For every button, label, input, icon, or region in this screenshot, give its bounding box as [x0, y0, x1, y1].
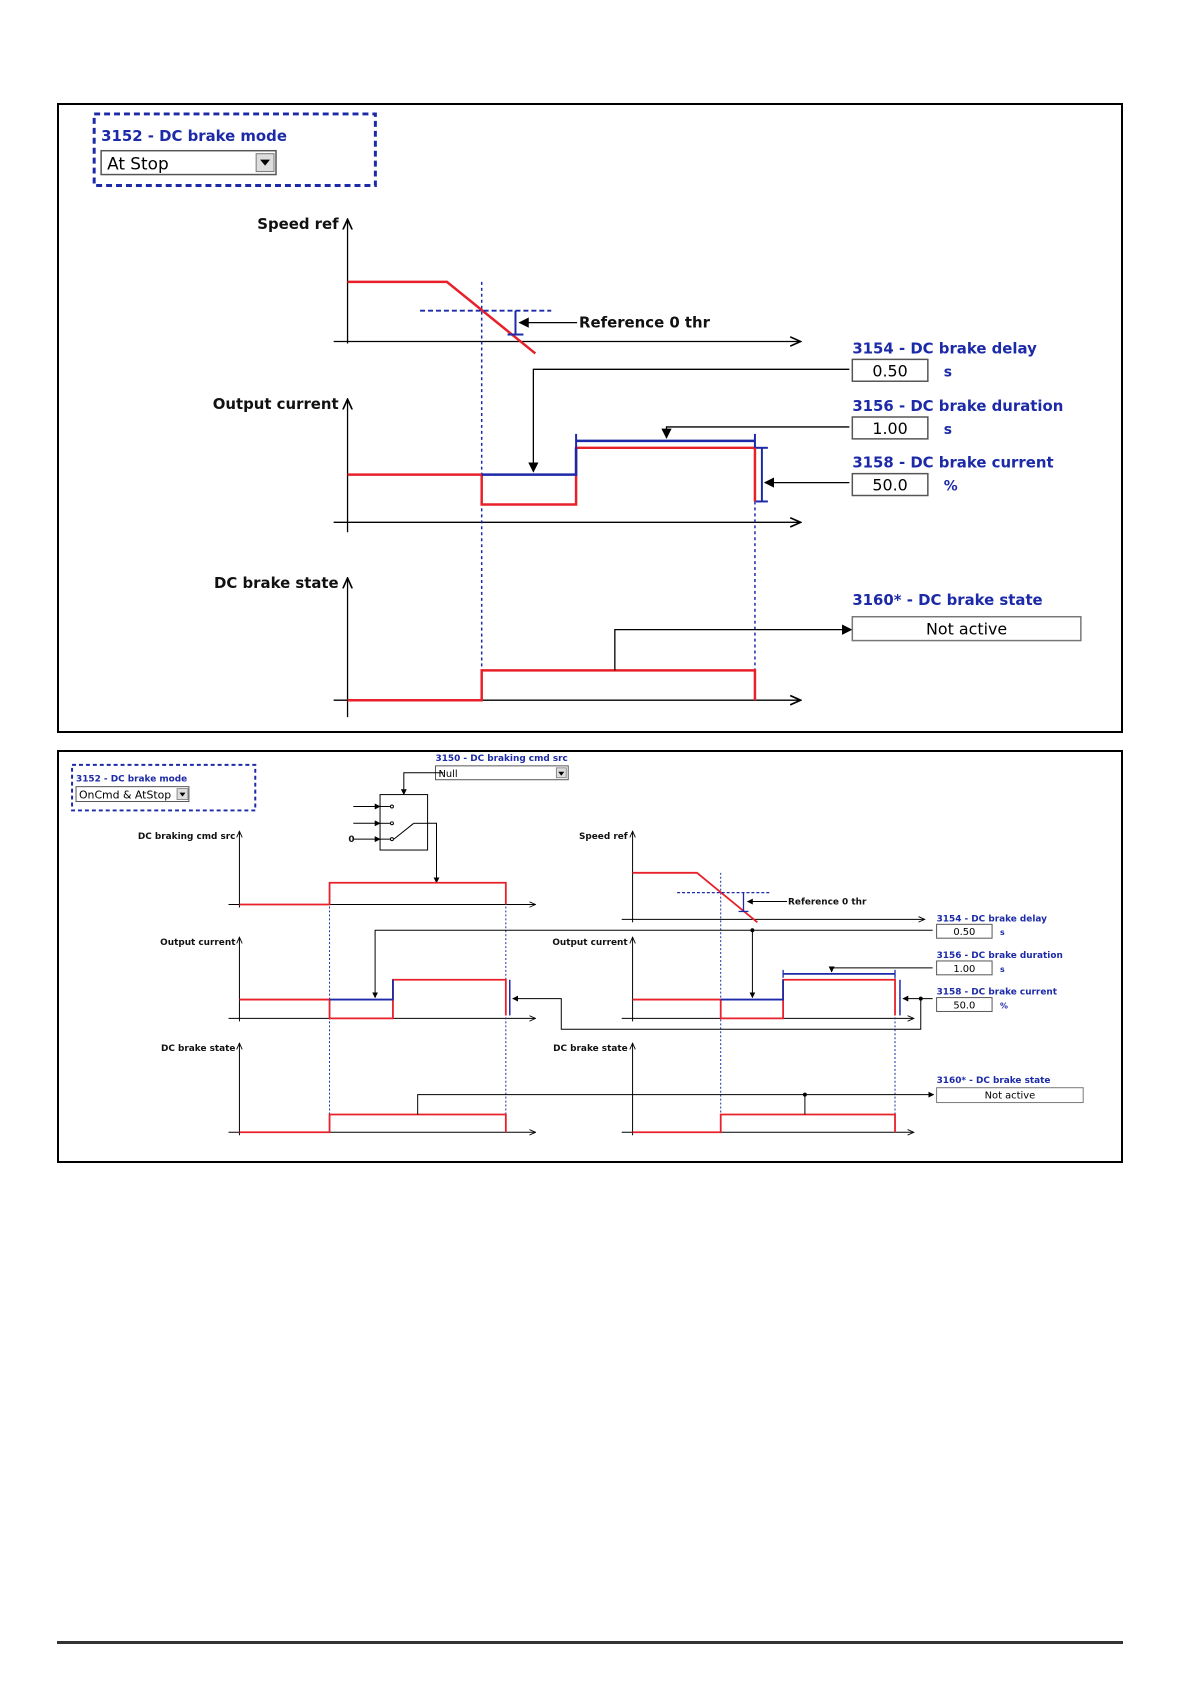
- dc-brake-delay-field[interactable]: [936, 923, 993, 939]
- output-current-signal: [347, 446, 757, 506]
- dc-brake-delay-label: 3154 - DC brake delay: [937, 914, 1048, 924]
- dc-brake-current-label: 3158 - DC brake current: [937, 988, 1058, 998]
- dc-brake-mode-select[interactable]: At Stop: [100, 149, 277, 176]
- dc-brake-state-axis-label: DC brake state: [214, 574, 339, 592]
- dc-brake-delay-value: 0.50: [953, 927, 975, 938]
- at-stop-timing-svg: 3152 - DC brake mode At Stop Speed ref O…: [92, 112, 1082, 718]
- dc-brake-state-param-label: 3160* - DC brake state: [937, 1076, 1051, 1086]
- chevron-down-icon: [179, 792, 186, 797]
- chevron-down-icon: [558, 771, 565, 776]
- delay-left-marker: [329, 979, 394, 1001]
- dc-brake-delay-unit: s: [1000, 928, 1005, 937]
- brake-state-right-signal: [632, 1113, 896, 1134]
- output-current-right-axis-label: Output current: [552, 938, 628, 948]
- dc-brake-mode-value: At Stop: [107, 154, 169, 174]
- dc-brake-duration-unit: s: [944, 422, 952, 438]
- dc-brake-mode-label: 3152 - DC brake mode: [76, 775, 187, 785]
- output-current-left-axis-label: Output current: [160, 938, 236, 948]
- dc-brake-current-value: 50.0: [953, 1000, 975, 1011]
- dc-brake-state-field: [936, 1087, 1084, 1104]
- dc-brake-oncmd-atstop-diagram: 3152 - DC brake mode OnCmd & AtStop 3150…: [57, 750, 1123, 1163]
- dc-brake-duration-field[interactable]: [851, 416, 929, 440]
- mode-group-frame: [92, 112, 377, 187]
- dc-brake-state-left-axis-label: DC brake state: [161, 1044, 236, 1054]
- reference-thr-label: Reference 0 thr: [579, 314, 711, 332]
- dc-brake-current-unit: %: [944, 479, 958, 495]
- state-connector: [614, 624, 853, 671]
- speed-ref-signal: [347, 280, 537, 355]
- brake-state-signal: [347, 669, 757, 702]
- dc-brake-state-param-label: 3160* - DC brake state: [852, 591, 1042, 609]
- chevron-down-icon: [260, 159, 271, 166]
- dc-brake-at-stop-diagram: 3152 - DC brake mode At Stop Speed ref O…: [57, 103, 1123, 733]
- source-selector-switch: 0: [348, 772, 444, 884]
- dc-brake-mode-select[interactable]: OnCmd & AtStop: [75, 786, 190, 803]
- right-axes: [621, 831, 925, 1135]
- reference-thr-label: Reference 0 thr: [788, 898, 867, 908]
- dc-brake-delay-field[interactable]: [851, 358, 929, 382]
- dc-brake-mode-value: OnCmd & AtStop: [79, 789, 171, 802]
- dc-brake-state-value: Not active: [926, 620, 1007, 639]
- dc-brake-current-value: 50.0: [872, 476, 907, 495]
- cmd-src-signal: [239, 881, 507, 906]
- switch-input-zero: 0: [348, 835, 354, 845]
- dc-braking-cmd-src-value: Null: [438, 769, 457, 780]
- speed-ref-axis-label: Speed ref: [579, 832, 628, 842]
- dc-brake-duration-unit: s: [1000, 965, 1005, 974]
- dc-brake-duration-value: 1.00: [953, 964, 975, 975]
- dc-brake-state-right-axis-label: DC brake state: [553, 1044, 628, 1054]
- dc-brake-mode-label: 3152 - DC brake mode: [101, 127, 287, 145]
- dc-brake-state-field: [851, 615, 1082, 642]
- footer-rule: [57, 1641, 1123, 1644]
- dc-brake-current-unit: %: [1000, 1001, 1008, 1010]
- dc-brake-duration-label: 3156 - DC brake duration: [937, 951, 1063, 961]
- state-connector: [417, 1091, 935, 1115]
- speed-ref-signal: [632, 871, 758, 924]
- duration-connector: [828, 966, 933, 973]
- speed-ref-axis-label: Speed ref: [257, 215, 339, 233]
- axes: [333, 219, 801, 718]
- dc-brake-duration-value: 1.00: [872, 419, 907, 438]
- dc-brake-current-label: 3158 - DC brake current: [852, 454, 1053, 472]
- output-current-axis-label: Output current: [213, 395, 339, 413]
- mode-group-frame: [71, 763, 257, 812]
- cmd-src-axis-label: DC braking cmd src: [138, 832, 236, 842]
- delay-interval-marker: [481, 447, 578, 476]
- oncmd-timing-svg: 3152 - DC brake mode OnCmd & AtStop 3150…: [71, 754, 1084, 1161]
- dc-brake-duration-field[interactable]: [936, 960, 993, 976]
- dc-brake-state-value: Not active: [985, 1091, 1036, 1102]
- dc-brake-delay-value: 0.50: [872, 361, 907, 380]
- dc-brake-current-field[interactable]: [936, 997, 993, 1012]
- connector-junctions: [750, 928, 923, 1097]
- dc-braking-cmd-src-label: 3150 - DC braking cmd src: [436, 754, 568, 764]
- dc-braking-cmd-src-select[interactable]: Null: [435, 765, 569, 781]
- dc-brake-duration-label: 3156 - DC brake duration: [852, 397, 1063, 415]
- delay-connector: [372, 929, 933, 999]
- dc-brake-delay-label: 3154 - DC brake delay: [852, 339, 1037, 357]
- left-axes: [228, 831, 536, 1135]
- current-connector-left: [512, 995, 922, 1030]
- dc-brake-delay-unit: s: [944, 364, 952, 380]
- brake-state-left-signal: [239, 1113, 507, 1134]
- duration-connector: [661, 426, 850, 439]
- delay-connector: [528, 368, 850, 473]
- delay-right-marker: [720, 979, 785, 1001]
- dc-brake-current-field[interactable]: [851, 472, 929, 497]
